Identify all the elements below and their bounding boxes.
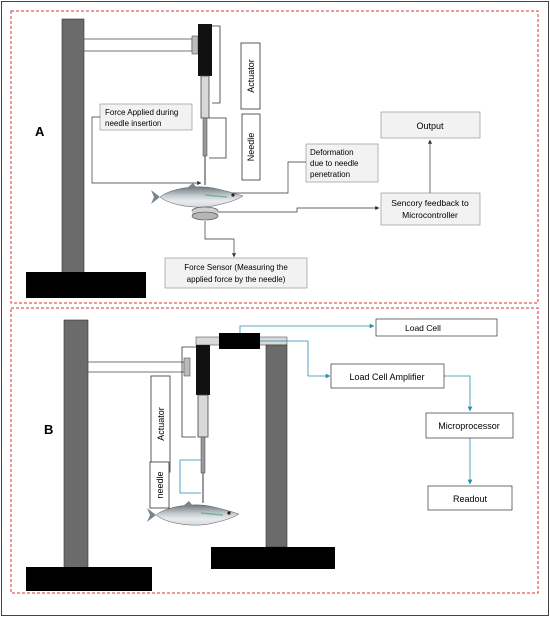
support-arm	[83, 38, 193, 52]
fish-specimen	[151, 183, 244, 208]
needle-bracket	[179, 459, 201, 494]
stand-pillar	[61, 18, 85, 274]
actuator-label: Actuator	[156, 407, 166, 441]
needle-label: Needle	[246, 133, 256, 162]
deformation-box	[305, 143, 379, 183]
force-sensor-base	[191, 211, 219, 221]
load-cell-to-amplifier-arrow	[260, 340, 331, 379]
needle-label-box	[149, 461, 170, 509]
needle-label-box	[241, 113, 261, 181]
stand-pillar	[63, 319, 89, 571]
amplifier-box	[330, 363, 445, 389]
output-box	[380, 111, 481, 139]
sensory-feedback-box	[380, 192, 481, 226]
amplifier-to-microprocessor-arrow	[444, 375, 473, 412]
needle-bracket	[209, 117, 227, 159]
load-cell-label-box	[375, 318, 498, 337]
arm-clamp	[191, 35, 199, 55]
force-sensor-line-2: applied force by the needle)	[187, 275, 286, 284]
amplifier-label: Load Cell Amplifier	[349, 372, 424, 382]
support-arm	[87, 361, 185, 373]
sensory-feedback-line-2: Microcontroller	[402, 210, 458, 220]
deformation-line-2: due to needle	[310, 159, 359, 168]
microprocessor-box	[425, 412, 514, 439]
output-label: Output	[416, 121, 444, 131]
stand-base	[26, 272, 146, 298]
load-cell-label: Load Cell	[405, 323, 441, 333]
sensor-to-label-arrow	[204, 221, 237, 258]
force-applied-line-1: Force Applied during	[105, 108, 178, 117]
needle-label: needle	[155, 471, 165, 498]
right-base	[211, 547, 335, 569]
actuator-body	[196, 345, 210, 395]
force-applied-line-2: needle insertion	[105, 119, 161, 128]
actuator-rod	[197, 394, 209, 438]
panel-b-border	[10, 307, 539, 594]
actuator-bracket	[212, 25, 221, 104]
actuator-bracket	[181, 346, 196, 438]
panel-a-label: A	[35, 124, 45, 139]
actuator-label: Actuator	[246, 59, 256, 93]
deformation-line-1: Deformation	[310, 148, 354, 157]
sensor-to-feedback-arrow	[218, 205, 380, 213]
panel-a: A Actuator Needle Force Applied during n…	[10, 10, 539, 304]
force-sensor-box	[164, 257, 308, 289]
load-cell	[219, 333, 260, 349]
load-cell-to-label-arrow	[239, 323, 375, 333]
fish-specimen	[147, 501, 240, 526]
readout-label: Readout	[453, 494, 488, 504]
panel-b: B Actuator needle	[10, 307, 539, 594]
panel-a-border	[10, 10, 539, 304]
sensory-feedback-line-1: Sencory feedback to	[391, 198, 469, 208]
right-pillar	[265, 344, 288, 548]
panel-b-label: B	[44, 422, 53, 437]
deformation-connector	[212, 161, 306, 196]
arm-clamp	[183, 357, 191, 377]
force-applied-connector	[91, 116, 202, 186]
actuator-rod	[200, 75, 210, 119]
actuator-label-box	[240, 42, 261, 110]
needle-holder	[202, 117, 208, 157]
force-sensor-line-1: Force Sensor (Measuring the	[184, 263, 288, 272]
readout-box	[427, 485, 513, 511]
stand-base	[26, 567, 152, 591]
microprocessor-label: Microprocessor	[438, 421, 500, 431]
needle-holder	[200, 436, 206, 474]
deformation-line-3: penetration	[310, 170, 350, 179]
actuator-body	[198, 24, 212, 76]
